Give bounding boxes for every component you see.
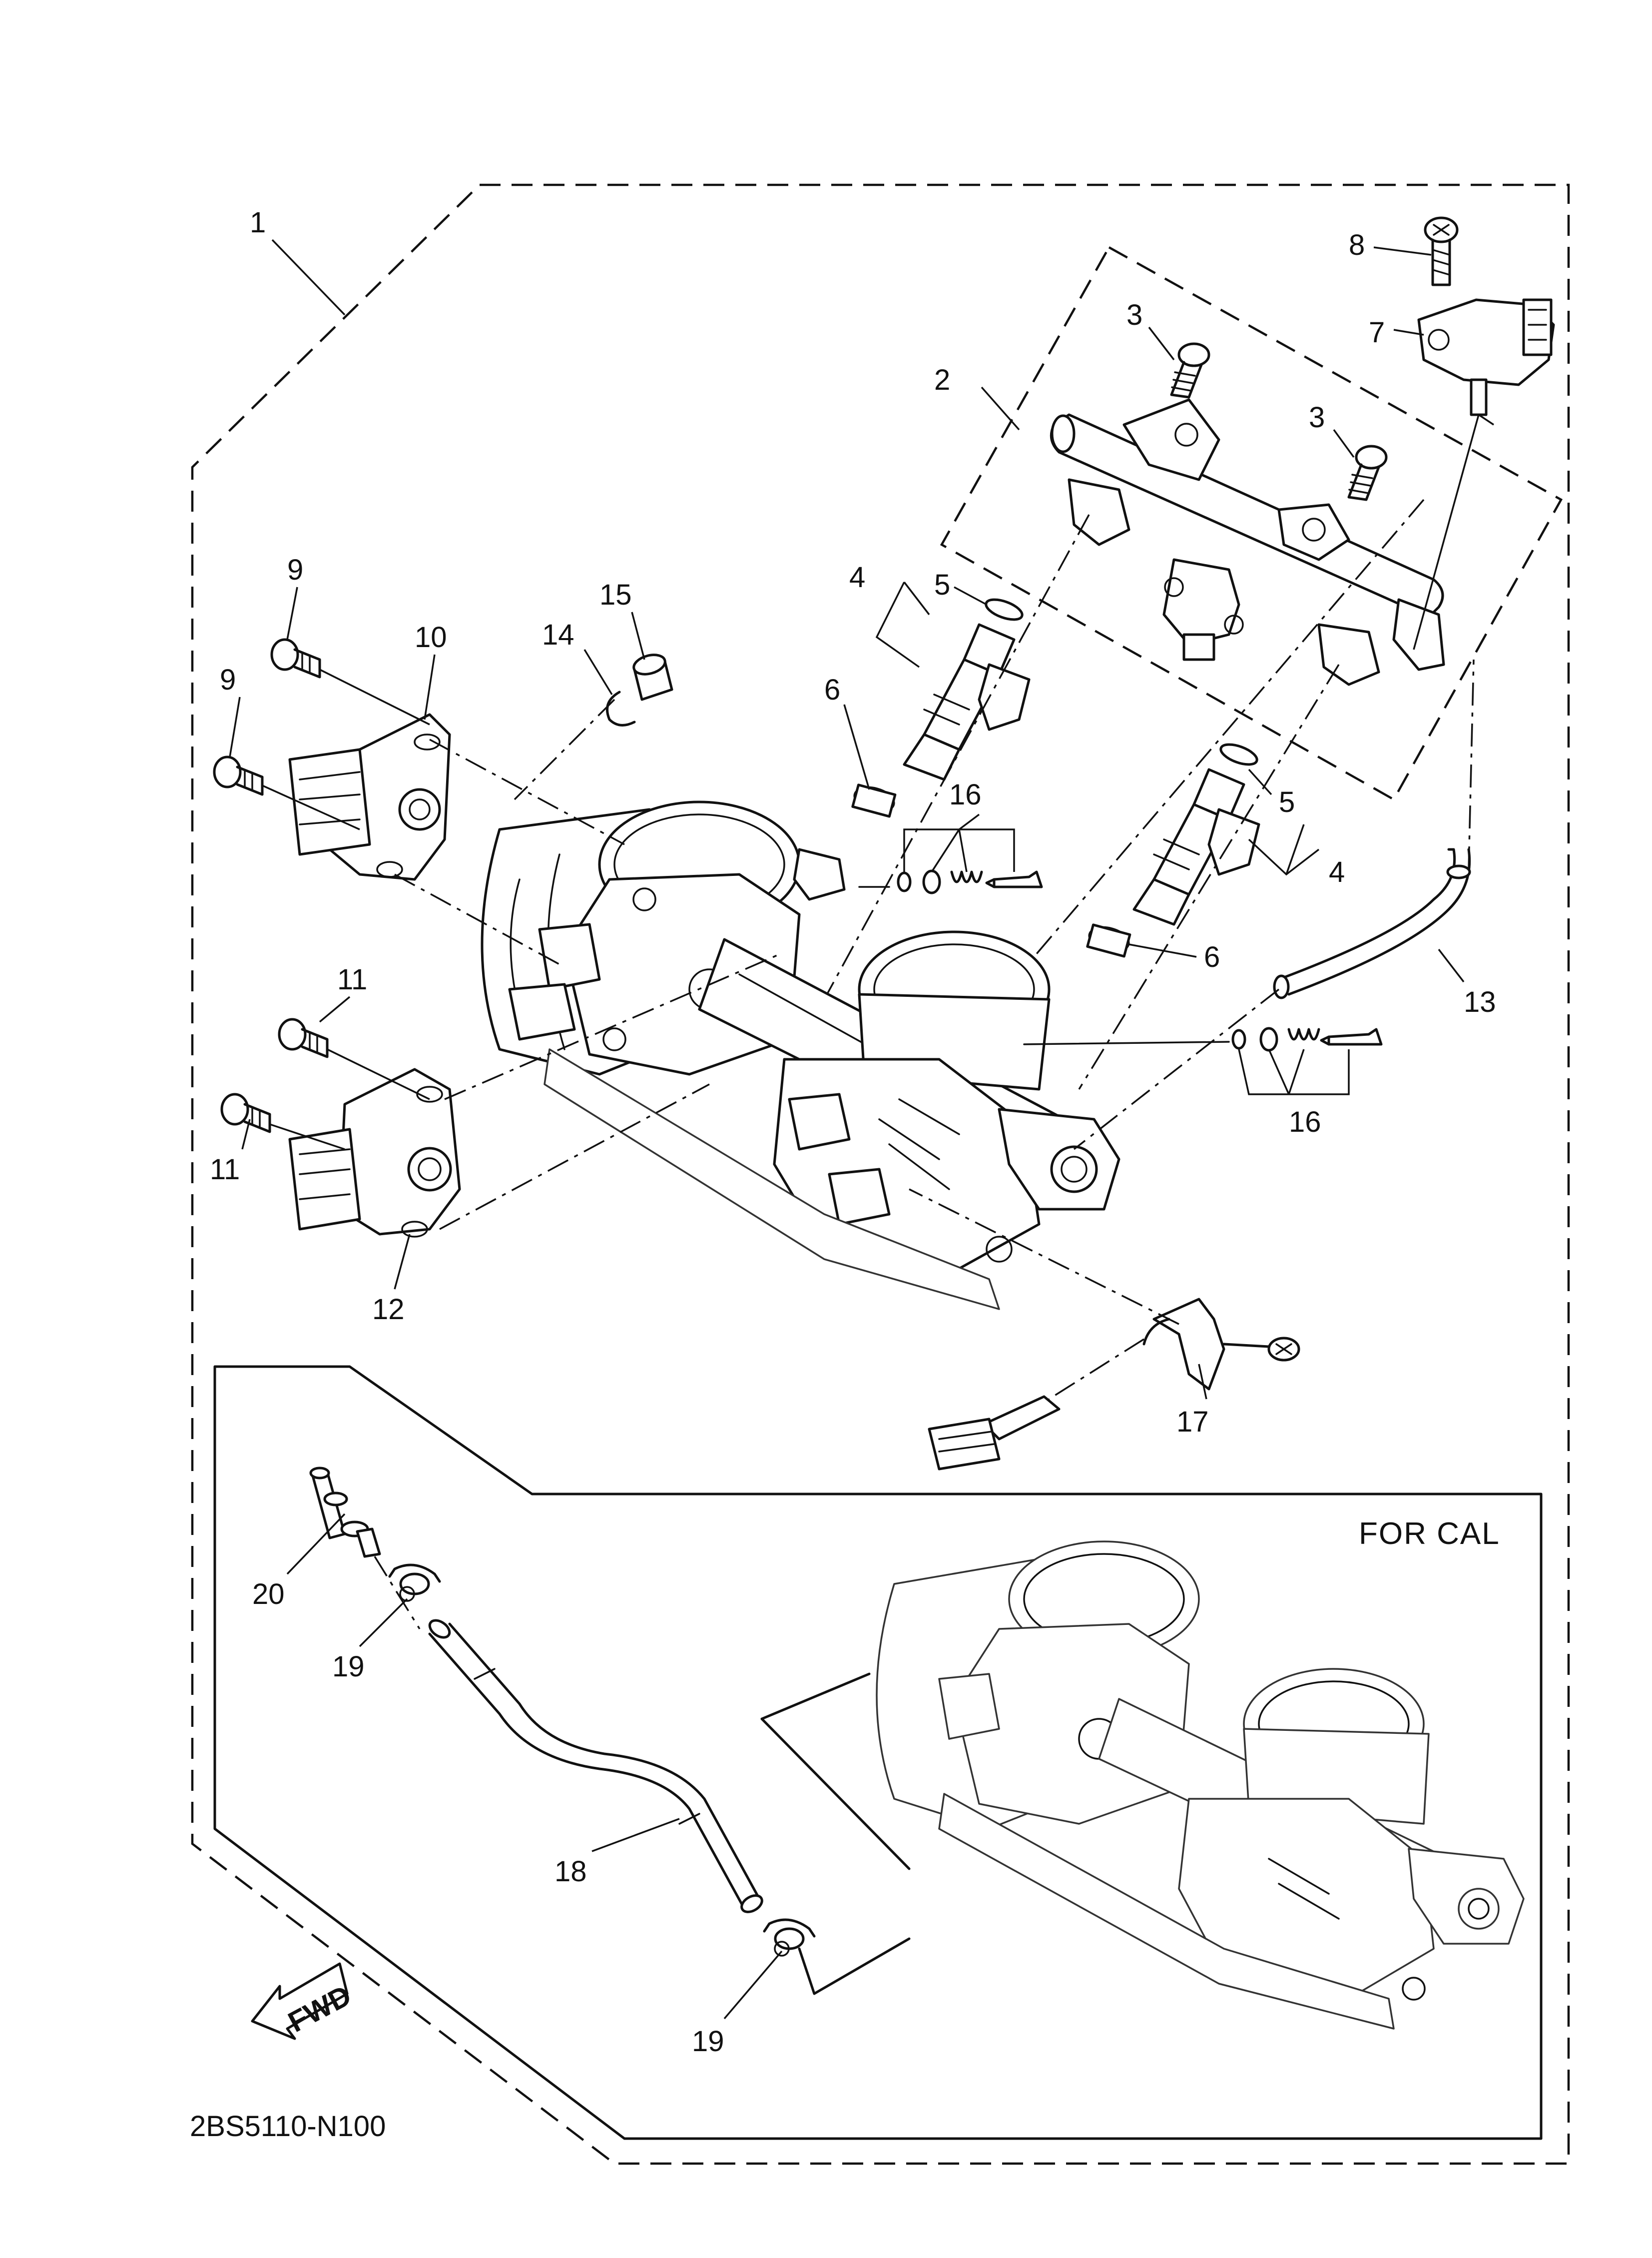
leader-lines	[229, 239, 1465, 2020]
collar	[632, 654, 673, 701]
assembly-boundary	[191, 183, 1570, 2165]
circlip	[606, 691, 636, 727]
callout-1: 1	[250, 206, 266, 239]
throttle-body	[481, 800, 1120, 1310]
rail-bolt-right	[1347, 445, 1388, 501]
callout-11-lower: 11	[210, 1153, 240, 1186]
for-cal-inset-boundary	[213, 1365, 1543, 2140]
rail-bolt-upper	[1170, 342, 1210, 399]
intake-temp-sensor	[928, 1298, 1300, 1471]
hose-clip-upper	[388, 1563, 441, 1602]
intake-pressure-sensor	[1417, 298, 1555, 426]
callout-19-upper: 19	[332, 1650, 365, 1683]
callout-4-upper: 4	[849, 561, 865, 594]
callout-3-right: 3	[1309, 401, 1325, 434]
callout-6-upper: 6	[824, 674, 840, 706]
callout-20: 20	[252, 1578, 285, 1610]
callout-2: 2	[934, 364, 950, 396]
o-ring-lower	[1219, 743, 1258, 766]
callout-4-lower: 4	[1329, 856, 1345, 888]
sensor-screw	[1424, 216, 1459, 286]
callout-16-upper: 16	[949, 778, 982, 811]
tps-screw-upper	[270, 638, 321, 679]
callout-6-lower: 6	[1204, 941, 1220, 973]
grommet-upper	[851, 783, 897, 818]
callout-9-upper: 9	[287, 554, 303, 586]
injector-upper	[903, 623, 1031, 781]
callout-18: 18	[554, 1855, 587, 1888]
tps-screw-lower	[213, 755, 264, 796]
o-ring-upper	[985, 598, 1024, 621]
callout-7: 7	[1369, 316, 1385, 349]
callout-8: 8	[1349, 229, 1365, 261]
idle-adjust-set-lower	[1231, 1027, 1383, 1052]
sensor-screw-upper	[278, 1018, 329, 1058]
throttle-body-cal-version	[876, 1540, 1525, 2030]
grommet-lower	[1086, 923, 1131, 958]
fwd-direction-arrow-icon	[251, 1962, 349, 2040]
figure-code: 2BS5110-N100	[190, 2110, 386, 2143]
vacuum-hose	[1273, 848, 1471, 999]
callout-15: 15	[599, 579, 632, 611]
throttle-position-sensor	[288, 713, 451, 881]
fuel-rail-boundary	[940, 245, 1563, 801]
callout-5-upper: 5	[934, 569, 950, 601]
callout-numbers: 1 2 3 3 4 4 5 5 6 6 7 8 9 9 10 11 11 12 …	[210, 206, 1496, 2058]
callout-10: 10	[415, 621, 447, 654]
throttle-sensor-2	[288, 1068, 461, 1238]
fuel-rail	[1050, 398, 1445, 686]
for-cal-label: FOR CAL	[1359, 1516, 1500, 1551]
callout-9-lower: 9	[220, 664, 236, 696]
idle-adjust-set-upper	[897, 869, 1043, 894]
callout-13: 13	[1464, 986, 1496, 1018]
callout-11-upper: 11	[337, 963, 367, 996]
callout-5-lower: 5	[1279, 786, 1295, 818]
callout-16-lower: 16	[1289, 1106, 1321, 1138]
sensor-screw-lower	[220, 1093, 271, 1133]
callout-12: 12	[372, 1293, 405, 1326]
callout-14: 14	[542, 619, 574, 651]
breather-hose	[428, 1619, 763, 1913]
injector-lower	[1132, 768, 1260, 926]
hose-clip-lower	[763, 1918, 816, 1957]
hose-fitting	[309, 1467, 381, 1558]
callout-19-lower: 19	[692, 2025, 724, 2058]
callout-17: 17	[1176, 1406, 1209, 1438]
callout-3-upper: 3	[1126, 299, 1142, 331]
